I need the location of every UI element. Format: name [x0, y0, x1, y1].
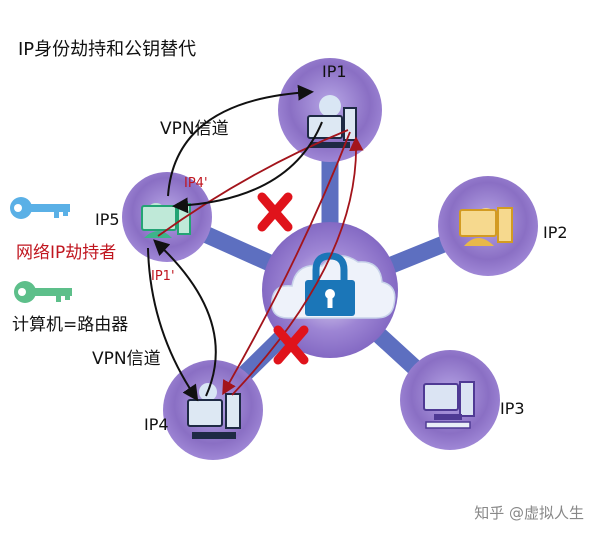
key-green-icon: [14, 281, 72, 303]
vpn-label-bottom: VPN信道: [92, 349, 161, 369]
node-label-ip5: IP5: [95, 210, 120, 229]
key-blue-icon: [10, 197, 70, 219]
hijack-curve-1: [222, 131, 351, 396]
vpn-tunnel-bottom-a: [147, 247, 199, 402]
hijack-paths: [157, 129, 364, 396]
diagram-title: IP身份劫持和公钥替代: [18, 39, 197, 60]
vpn-tunnels: [147, 84, 323, 402]
vpn-tunnel-bottom-b: [153, 239, 217, 397]
cross-icon-bottom: [273, 325, 309, 365]
watermark: 知乎 @虚拟人生: [474, 504, 584, 522]
node-label-ip4: IP4: [144, 415, 169, 434]
node-label-ip2: IP2: [543, 223, 568, 242]
node-label-ip1: IP1: [322, 62, 347, 81]
vpn-label-top: VPN信道: [160, 119, 229, 139]
node-label-ip3: IP3: [500, 399, 525, 418]
hijack-curve-3: [157, 129, 349, 237]
hijack-curve-2: [231, 136, 364, 396]
computer-ip3-icon: [423, 381, 475, 429]
ip4-prime-label: IP4': [184, 176, 208, 191]
vpn-tunnel-top-a: [167, 84, 314, 197]
computer-router-label: 计算机=路由器: [12, 315, 129, 335]
cross-icon-top: [257, 192, 293, 232]
ip1-prime-label: IP1': [151, 269, 175, 284]
vpn-tunnel-top-b: [172, 121, 323, 214]
computer-ip2-icon: [459, 207, 513, 246]
hijacker-label: 网络IP劫持者: [16, 243, 117, 263]
